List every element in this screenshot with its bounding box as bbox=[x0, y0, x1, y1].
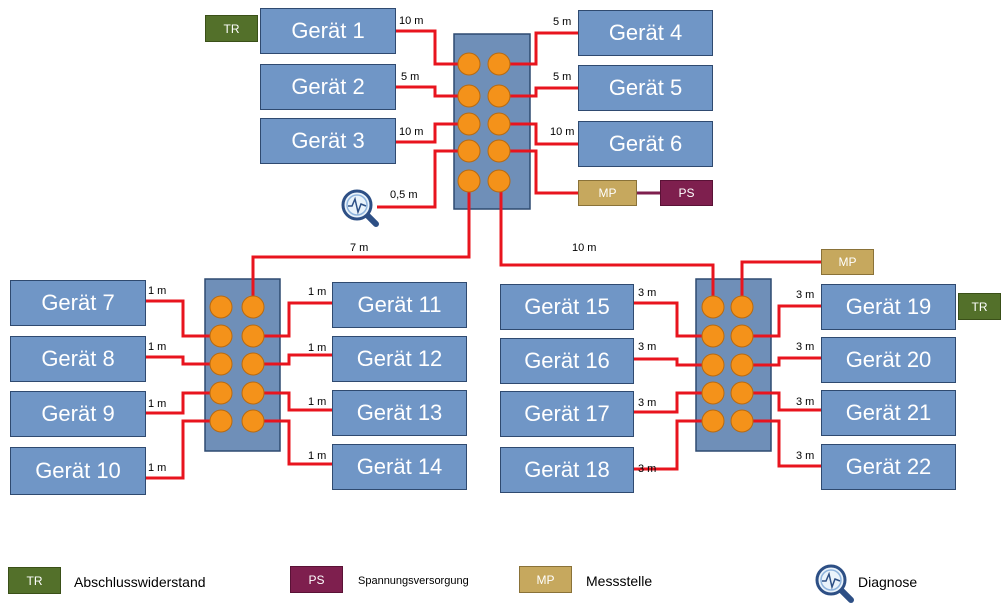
device-g7: Gerät 7 bbox=[10, 280, 146, 326]
legend-power-tag: PS bbox=[290, 566, 343, 593]
device-g11: Gerät 11 bbox=[332, 282, 467, 328]
cable-g16 bbox=[634, 357, 713, 367]
cables bbox=[146, 29, 821, 480]
length-label-g3: 10 m bbox=[399, 126, 424, 138]
cable-trunk-left bbox=[251, 181, 471, 307]
length-label-g8: 1 m bbox=[148, 341, 167, 353]
device-g16: Gerät 16 bbox=[500, 338, 634, 384]
length-label-g9: 1 m bbox=[148, 398, 167, 410]
length-label-g21: 3 m bbox=[796, 396, 815, 408]
cable-diag bbox=[377, 149, 469, 209]
cable-g8 bbox=[146, 355, 221, 366]
cable-g1 bbox=[396, 29, 469, 66]
legend-terminator-text: Abschlusswiderstand bbox=[74, 574, 206, 590]
length-label-g13: 1 m bbox=[308, 396, 327, 408]
cable-g13 bbox=[253, 391, 332, 412]
device-g21: Gerät 21 bbox=[821, 390, 956, 436]
cable-mp-right bbox=[740, 260, 821, 307]
terminator-tag-right: TR bbox=[958, 293, 1001, 320]
length-label-g18: 3 m bbox=[638, 463, 657, 475]
device-g6: Gerät 6 bbox=[578, 121, 713, 167]
cable-g10 bbox=[146, 419, 221, 480]
length-label-trunk-right: 10 m bbox=[572, 242, 597, 254]
device-g22: Gerät 22 bbox=[821, 444, 956, 490]
device-g20: Gerät 20 bbox=[821, 337, 956, 383]
legend-power-text: Spannungsversorgung bbox=[358, 575, 469, 587]
device-g5: Gerät 5 bbox=[578, 65, 713, 111]
legend-measure-tag: MP bbox=[519, 566, 572, 593]
device-g15: Gerät 15 bbox=[500, 284, 634, 330]
device-g2: Gerät 2 bbox=[260, 64, 396, 110]
cable-g2 bbox=[396, 85, 469, 98]
length-label-g10: 1 m bbox=[148, 462, 167, 474]
cable-g17 bbox=[634, 391, 713, 414]
length-label-g12: 1 m bbox=[308, 342, 327, 354]
length-label-g15: 3 m bbox=[638, 287, 657, 299]
cable-g11 bbox=[253, 301, 332, 338]
cable-g20 bbox=[742, 356, 821, 367]
measure-tag-right: MP bbox=[821, 249, 874, 275]
legend-measure-text: Messstelle bbox=[586, 573, 653, 589]
terminator-tag-top: TR bbox=[205, 15, 258, 42]
device-g19: Gerät 19 bbox=[821, 284, 956, 330]
device-g9: Gerät 9 bbox=[10, 391, 146, 437]
cable-g18 bbox=[634, 419, 713, 471]
length-label-g1: 10 m bbox=[399, 15, 424, 27]
ports bbox=[209, 52, 754, 433]
length-label-g5: 5 m bbox=[553, 71, 572, 83]
length-label-g6: 10 m bbox=[550, 126, 575, 138]
cable-g15 bbox=[634, 301, 713, 338]
power-tag-top: PS bbox=[660, 180, 713, 206]
cable-g7 bbox=[146, 299, 221, 338]
device-g13: Gerät 13 bbox=[332, 390, 467, 436]
measure-tag-top: MP bbox=[578, 180, 637, 206]
cable-g5 bbox=[499, 86, 578, 98]
length-label-g22: 3 m bbox=[796, 450, 815, 462]
device-g14: Gerät 14 bbox=[332, 444, 467, 490]
device-g3: Gerät 3 bbox=[260, 118, 396, 164]
cable-g6 bbox=[499, 122, 578, 146]
device-g8: Gerät 8 bbox=[10, 336, 146, 382]
length-label-g4: 5 m bbox=[553, 16, 572, 28]
cable-g14 bbox=[253, 419, 332, 466]
length-label-g2: 5 m bbox=[401, 71, 420, 83]
device-g17: Gerät 17 bbox=[500, 391, 634, 437]
cable-mp-top bbox=[499, 149, 578, 195]
length-label-g17: 3 m bbox=[638, 397, 657, 409]
cable-g22 bbox=[742, 419, 821, 468]
legend-terminator-tag: TR bbox=[8, 567, 61, 594]
cable-g4 bbox=[499, 31, 578, 66]
cable-g12 bbox=[253, 353, 332, 366]
length-label-g14: 1 m bbox=[308, 450, 327, 462]
device-g10: Gerät 10 bbox=[10, 447, 146, 495]
length-label-g19: 3 m bbox=[796, 289, 815, 301]
cable-g9 bbox=[146, 391, 221, 415]
device-g12: Gerät 12 bbox=[332, 336, 467, 382]
legend-diagnose-text: Diagnose bbox=[858, 574, 918, 590]
length-label-trunk-left: 7 m bbox=[350, 242, 369, 254]
legend-diagnose-icon bbox=[815, 564, 854, 603]
device-g18: Gerät 18 bbox=[500, 447, 634, 493]
length-label-g7: 1 m bbox=[148, 285, 167, 297]
diagnose-icon bbox=[341, 189, 379, 227]
cable-g3 bbox=[396, 122, 469, 144]
cable-g21 bbox=[742, 391, 821, 412]
length-label-diag: 0,5 m bbox=[390, 189, 418, 201]
device-g4: Gerät 4 bbox=[578, 10, 713, 56]
cable-trunk-right bbox=[499, 181, 715, 307]
length-label-g16: 3 m bbox=[638, 341, 657, 353]
length-label-g20: 3 m bbox=[796, 341, 815, 353]
device-g1: Gerät 1 bbox=[260, 8, 396, 54]
cable-g19 bbox=[742, 304, 821, 338]
length-label-g11: 1 m bbox=[308, 286, 327, 298]
